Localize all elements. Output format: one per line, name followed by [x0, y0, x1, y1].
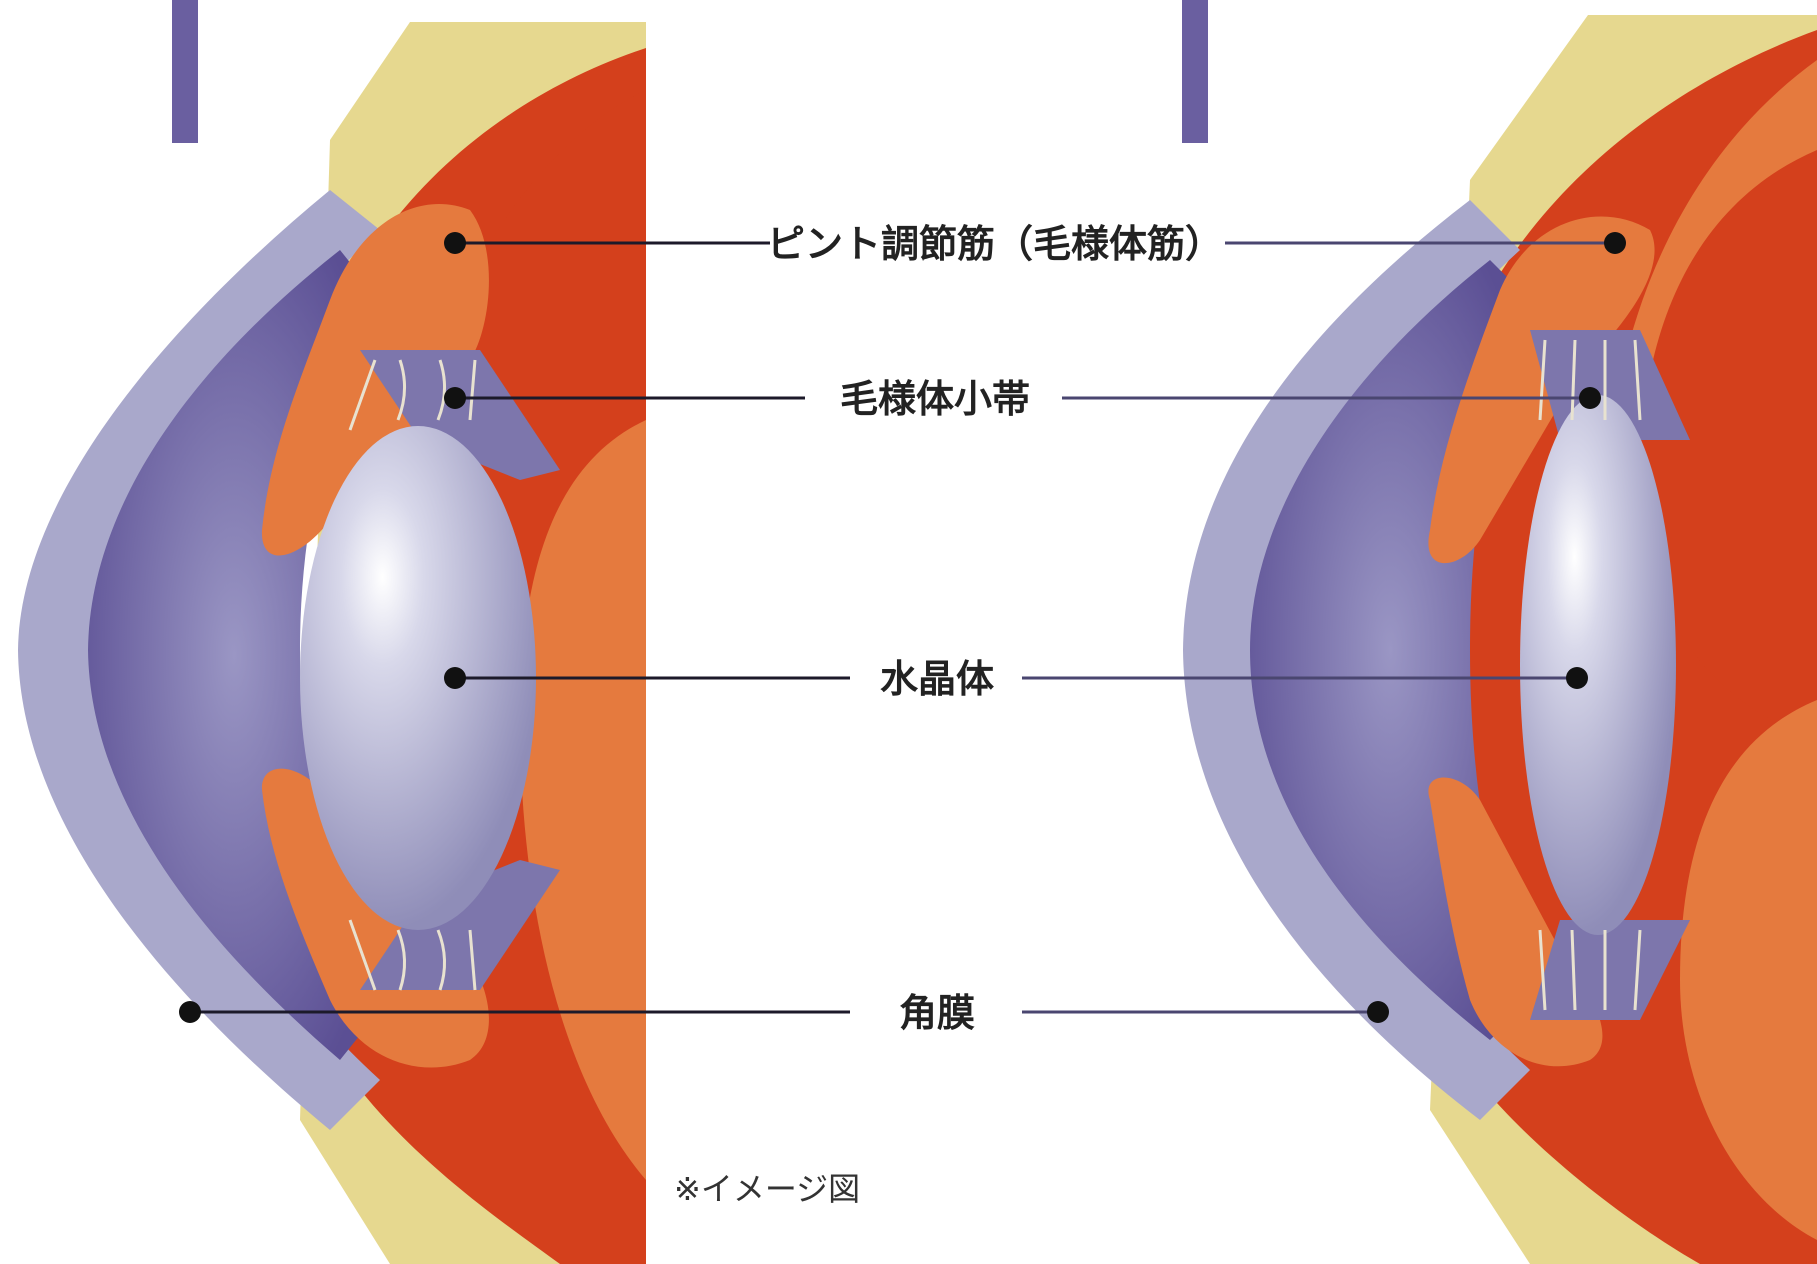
right-marker-bar	[1182, 0, 1208, 143]
left-zonule-dot	[444, 387, 466, 409]
label-lens: 水晶体	[880, 657, 994, 701]
right-ciliary-muscle-dot	[1604, 232, 1626, 254]
label-zonule: 毛様体小帯	[840, 377, 1030, 421]
left-cornea-dot	[179, 1001, 201, 1023]
right-zonule-dot	[1579, 387, 1601, 409]
left-marker-bar	[172, 0, 198, 143]
right-lens-dot	[1566, 667, 1588, 689]
label-cornea: 角膜	[899, 991, 975, 1035]
right-eye	[1182, 0, 1817, 1264]
left-eye	[18, 0, 646, 1264]
right-lens	[1520, 395, 1676, 935]
left-lens-dot	[444, 667, 466, 689]
right-cornea-dot	[1367, 1001, 1389, 1023]
label-ciliary-muscle: ピント調節筋（毛様体筋）	[767, 222, 1223, 266]
image-note: ※イメージ図	[674, 1170, 860, 1208]
left-ciliary-muscle-dot	[444, 232, 466, 254]
